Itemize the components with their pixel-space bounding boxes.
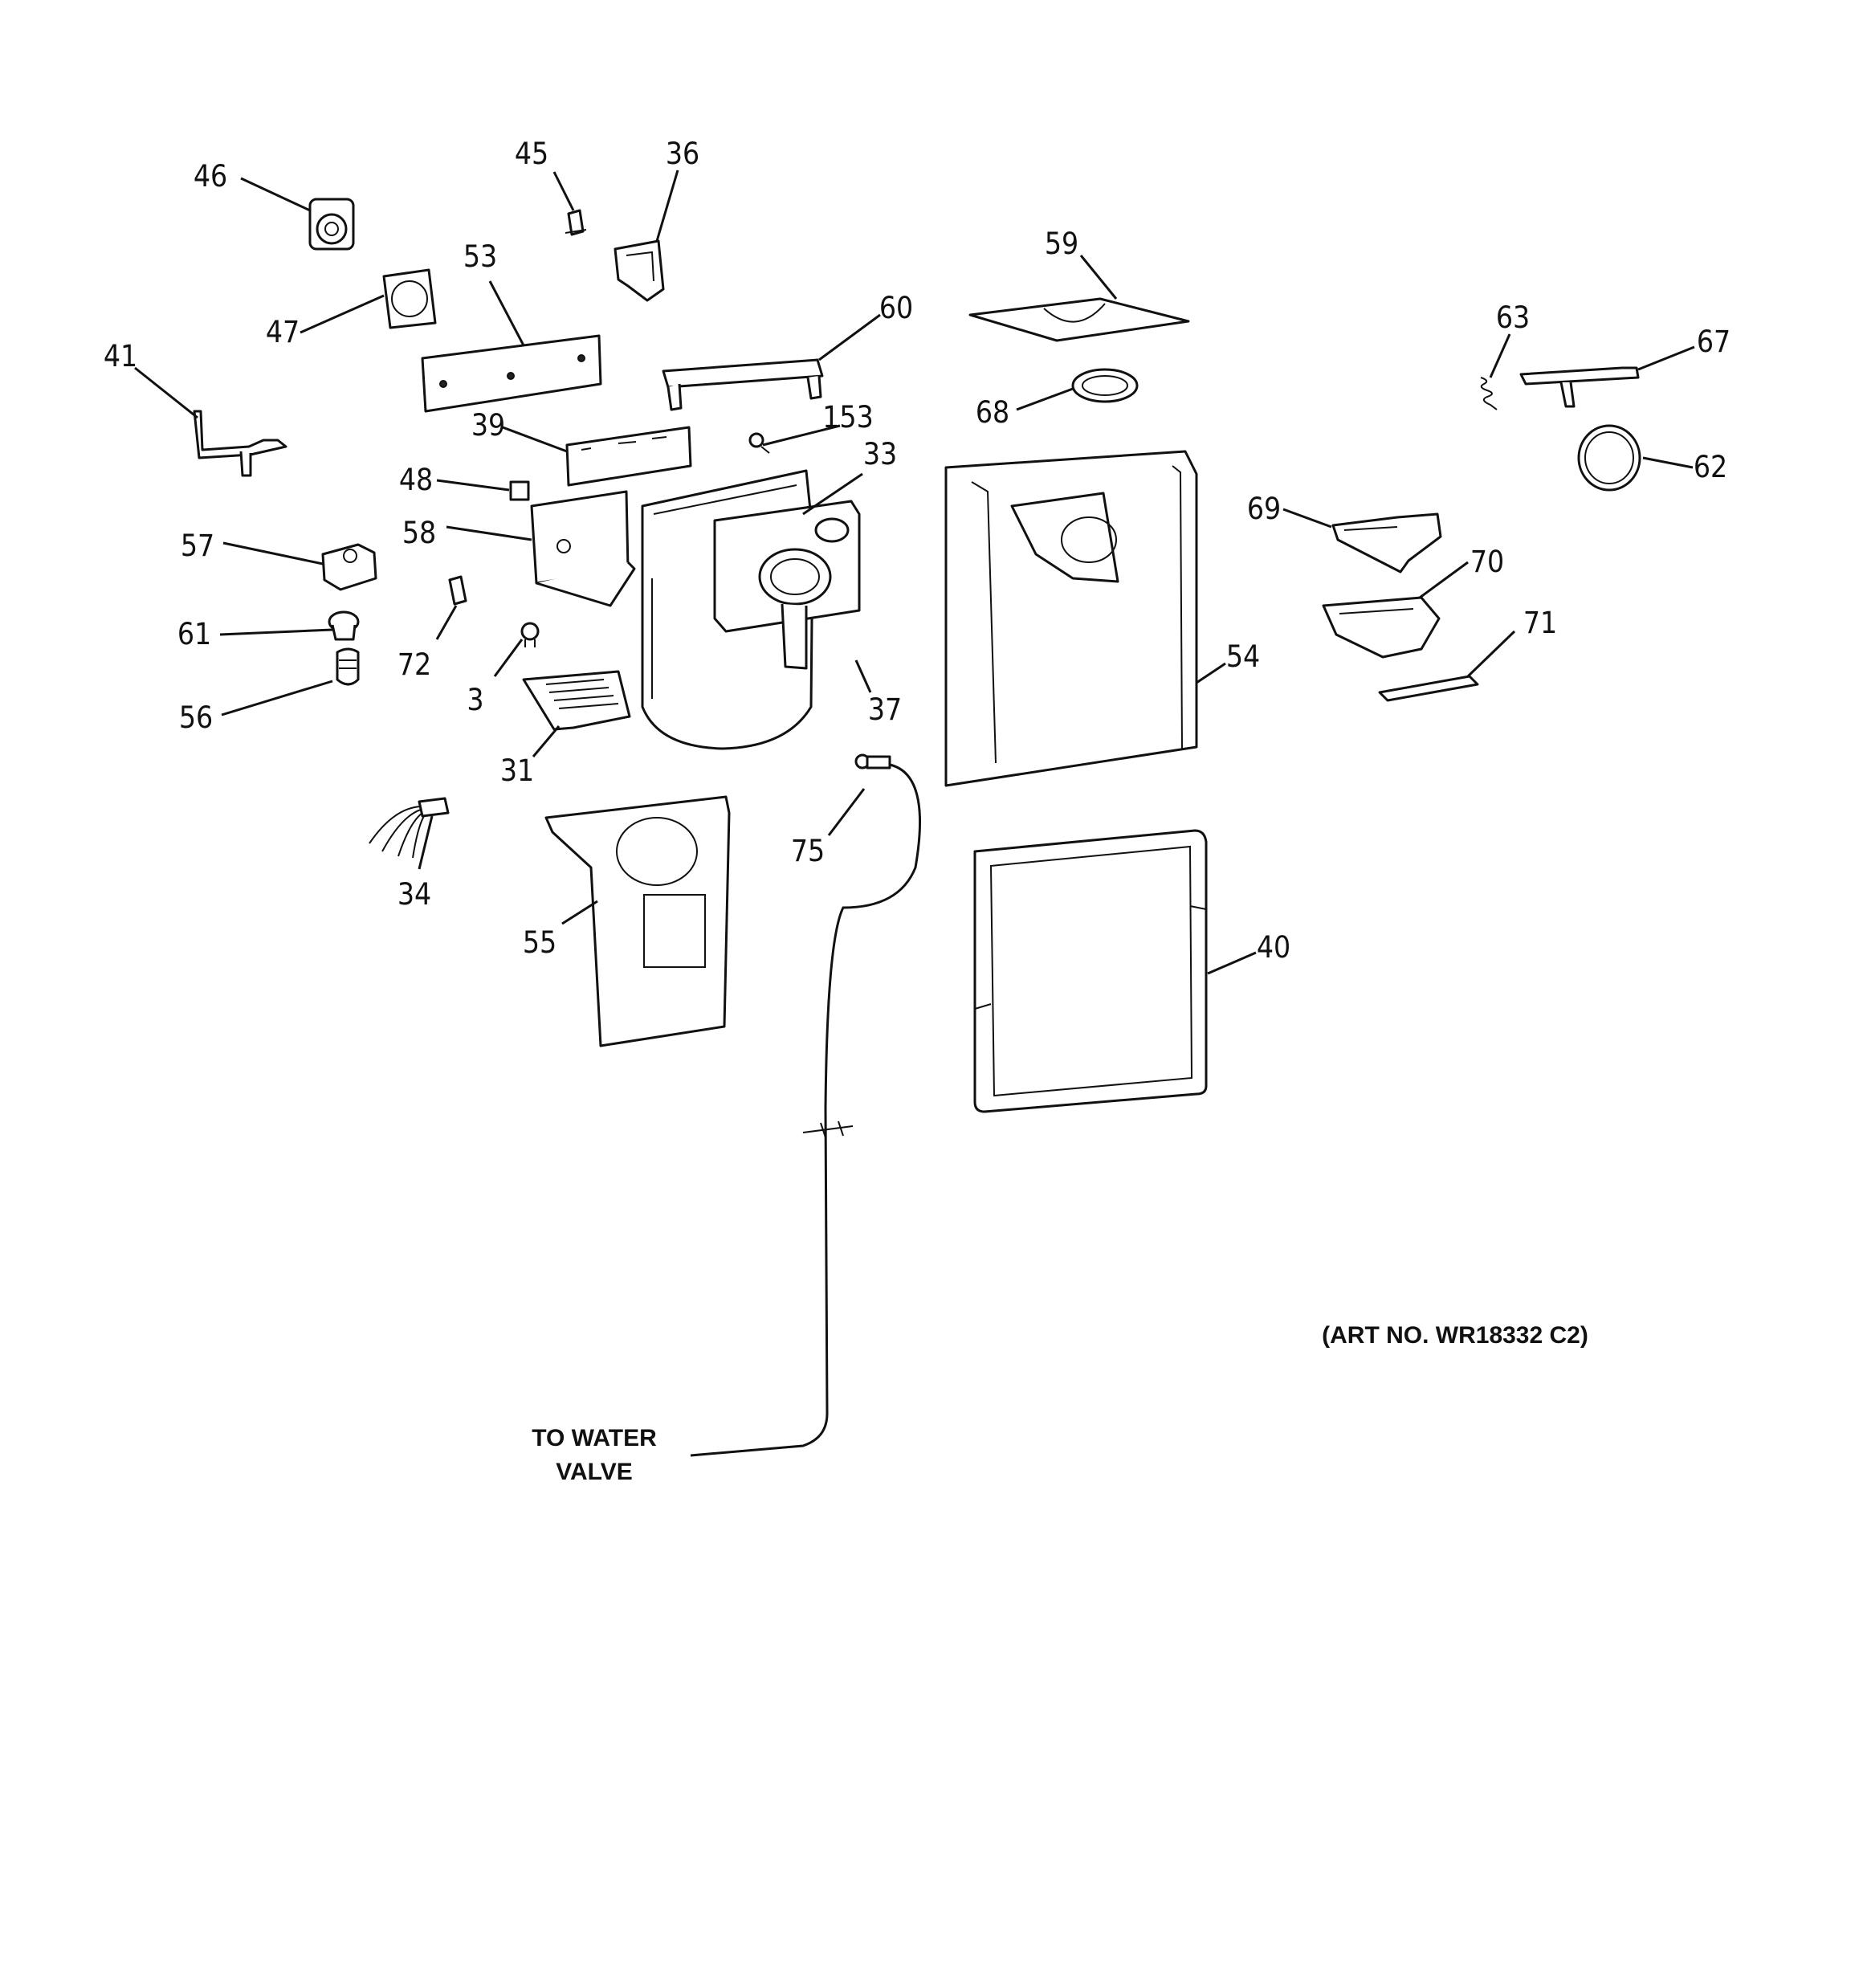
callout-57: 57 xyxy=(181,529,214,563)
part-57 xyxy=(321,543,377,591)
callout-33: 33 xyxy=(863,437,897,471)
leader-lines xyxy=(134,169,1695,975)
callout-69: 69 xyxy=(1247,492,1281,526)
part-56 xyxy=(336,647,360,686)
part-68 xyxy=(1071,368,1139,403)
art-number-note: (ART NO. WR18332 C2) xyxy=(1322,1322,1588,1349)
part-59 xyxy=(968,297,1190,342)
callout-75: 75 xyxy=(791,834,825,868)
part-58 xyxy=(530,490,636,607)
part-55 xyxy=(544,795,731,1047)
callout-56: 56 xyxy=(179,700,213,735)
callout-41: 41 xyxy=(104,339,137,374)
part-33 xyxy=(713,500,861,670)
callout-70: 70 xyxy=(1470,545,1504,579)
callout-67: 67 xyxy=(1697,325,1731,359)
callout-34: 34 xyxy=(397,877,431,912)
part-62 xyxy=(1577,424,1641,492)
part-69 xyxy=(1331,512,1442,574)
callout-54: 54 xyxy=(1226,639,1260,674)
callout-39: 39 xyxy=(471,408,505,443)
part-46 xyxy=(308,198,355,251)
part-34 xyxy=(369,797,450,859)
part-54 xyxy=(944,450,1198,787)
part-63 xyxy=(1480,377,1498,410)
callout-60: 60 xyxy=(879,291,913,325)
part-153 xyxy=(748,432,770,454)
callout-47: 47 xyxy=(266,315,300,349)
callout-62: 62 xyxy=(1694,450,1727,484)
callout-40: 40 xyxy=(1257,930,1290,965)
part-45 xyxy=(565,209,587,236)
callout-68: 68 xyxy=(976,395,1009,430)
part-71 xyxy=(1378,675,1479,702)
part-41 xyxy=(193,410,287,477)
callout-45: 45 xyxy=(515,137,548,171)
part-67 xyxy=(1519,366,1640,408)
callout-53: 53 xyxy=(463,239,497,274)
part-61 xyxy=(328,610,360,641)
part-70 xyxy=(1322,596,1441,659)
part-60 xyxy=(662,358,824,411)
part-36 xyxy=(614,239,665,302)
callout-37: 37 xyxy=(868,692,902,727)
callout-153: 153 xyxy=(822,400,874,435)
callout-31: 31 xyxy=(500,753,534,788)
callout-61: 61 xyxy=(177,617,211,651)
callout-58: 58 xyxy=(402,516,436,550)
callout-46: 46 xyxy=(194,159,227,194)
callout-71: 71 xyxy=(1523,606,1557,640)
part-75-water-tube xyxy=(690,753,921,1457)
part-72 xyxy=(448,575,467,606)
part-39 xyxy=(565,426,692,487)
part-47 xyxy=(382,268,437,329)
water-valve-note-line2: VALVE xyxy=(556,1459,633,1485)
part-3 xyxy=(520,622,540,647)
callout-48: 48 xyxy=(399,463,433,497)
part-40 xyxy=(973,829,1208,1113)
part-48 xyxy=(509,480,530,501)
callout-labels: 46 45 36 47 53 41 59 60 63 67 39 153 33 … xyxy=(104,137,1731,965)
callout-3: 3 xyxy=(467,683,483,717)
callout-36: 36 xyxy=(666,137,699,171)
callout-59: 59 xyxy=(1045,227,1078,261)
callout-63: 63 xyxy=(1496,300,1530,335)
water-valve-note-line1: TO WATER xyxy=(532,1425,657,1451)
part-53 xyxy=(421,334,602,413)
part-31 xyxy=(522,670,631,731)
callout-72: 72 xyxy=(397,647,431,682)
callout-55: 55 xyxy=(523,925,556,960)
